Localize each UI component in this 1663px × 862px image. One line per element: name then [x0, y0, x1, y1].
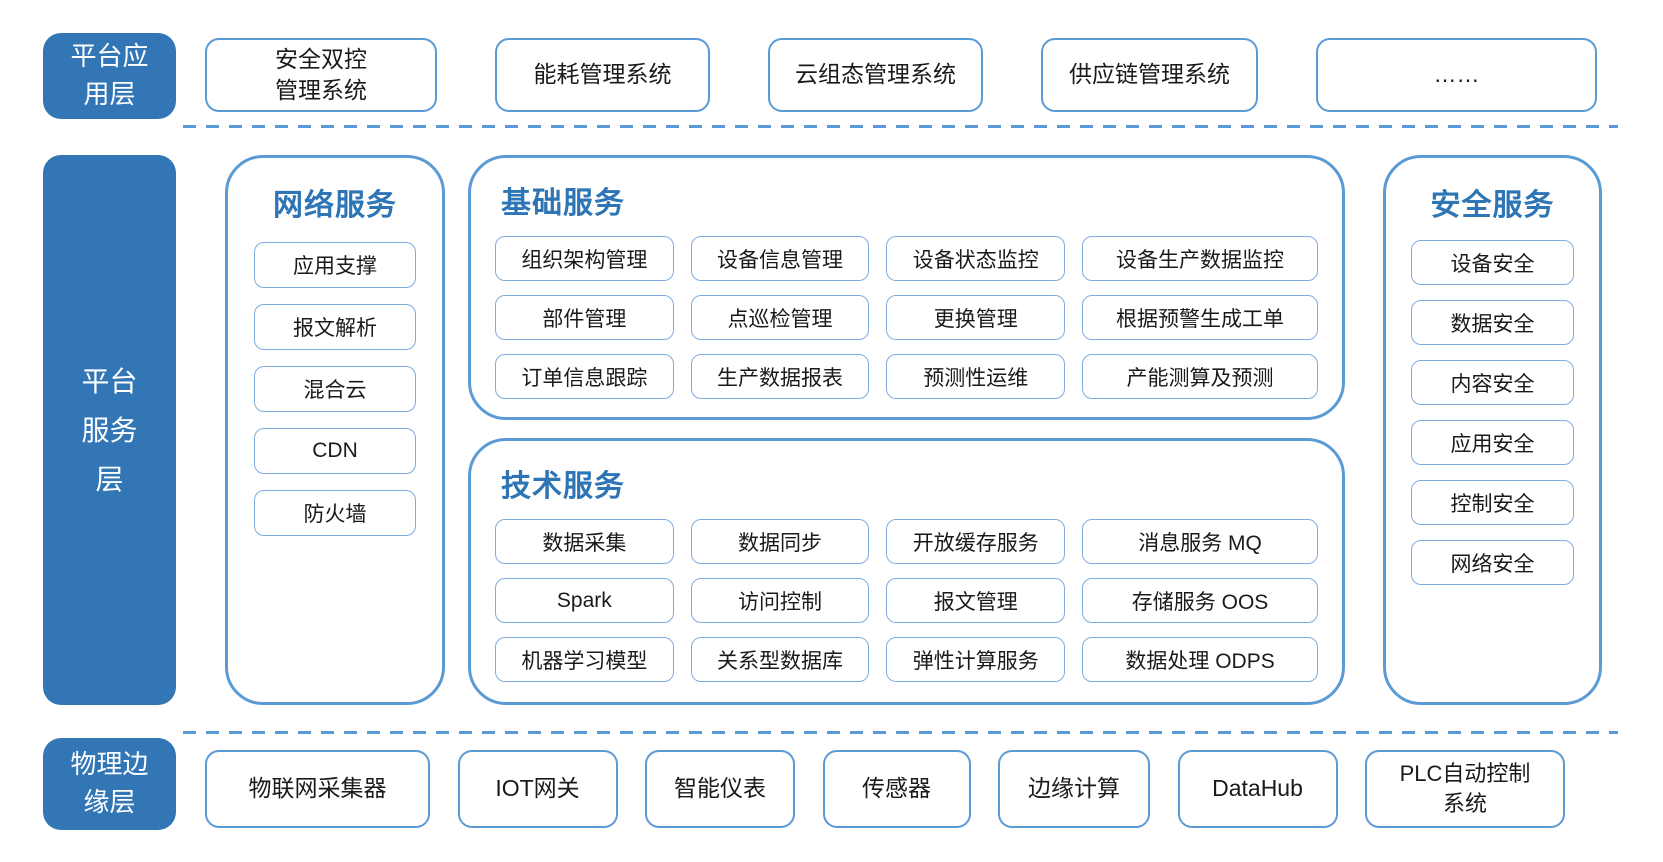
security-item-data: 数据安全: [1411, 300, 1574, 345]
security-item-application: 应用安全: [1411, 420, 1574, 465]
tech-item-relational-db: 关系型数据库: [690, 637, 870, 682]
basic-item-production-report: 生产数据报表: [690, 354, 870, 399]
edge-box-iot-collector: 物联网采集器: [205, 750, 430, 828]
container-tech-services: 技术服务 数据采集 数据同步 开放缓存服务 消息服务 MQ Spark 访问控制…: [468, 438, 1345, 705]
tech-item-message-management: 报文管理: [886, 578, 1066, 623]
security-services-list: 设备安全 数据安全 内容安全 应用安全 控制安全 网络安全: [1386, 240, 1599, 585]
basic-item-alert-work-order: 根据预警生成工单: [1082, 295, 1318, 340]
security-services-title: 安全服务: [1430, 189, 1555, 222]
edge-box-sensor: 传感器: [822, 750, 971, 828]
app-box-safety-dual-control: 安全双控 管理系统: [205, 38, 437, 112]
container-security-services: 安全服务 设备安全 数据安全 内容安全 应用安全 控制安全 网络安全: [1383, 155, 1602, 705]
network-item-cdn: CDN: [254, 428, 416, 474]
tech-services-grid: 数据采集 数据同步 开放缓存服务 消息服务 MQ Spark 访问控制 报文管理…: [495, 519, 1318, 682]
basic-item-production-data-monitor: 设备生产数据监控: [1082, 236, 1318, 281]
tech-item-access-control: 访问控制: [690, 578, 870, 623]
app-box-cloud-scada: 云组态管理系统: [768, 38, 983, 112]
edge-layer-row: 物联网采集器 IOT网关 智能仪表 传感器 边缘计算 DataHub PLC自动…: [205, 750, 1565, 828]
tech-services-title: 技术服务: [501, 470, 625, 503]
basic-item-inspection-management: 点巡检管理: [690, 295, 870, 340]
network-item-app-support: 应用支撑: [254, 242, 416, 288]
network-item-hybrid-cloud: 混合云: [254, 366, 416, 412]
security-item-control: 控制安全: [1411, 480, 1574, 525]
security-item-device: 设备安全: [1411, 240, 1574, 285]
tech-item-ml-model: 机器学习模型: [495, 637, 674, 682]
basic-item-device-status: 设备状态监控: [886, 236, 1066, 281]
divider-dashed-bottom: [183, 731, 1618, 734]
edge-box-iot-gateway: IOT网关: [457, 750, 618, 828]
container-network-services: 网络服务 应用支撑 报文解析 混合云 CDN 防火墙: [225, 155, 445, 705]
edge-box-plc-control: PLC自动控制 系统: [1365, 750, 1565, 828]
layer-label-platform-service: 平台 服务 层: [43, 155, 176, 705]
layer-label-physical-edge: 物理边 缘层: [43, 738, 176, 830]
divider-dashed-top: [183, 125, 1618, 128]
basic-services-title: 基础服务: [501, 187, 625, 220]
network-services-list: 应用支撑 报文解析 混合云 CDN 防火墙: [228, 242, 442, 536]
edge-box-datahub: DataHub: [1177, 750, 1338, 828]
app-layer-row: 安全双控 管理系统 能耗管理系统 云组态管理系统 供应链管理系统 ……: [205, 38, 1597, 112]
basic-services-grid: 组织架构管理 设备信息管理 设备状态监控 设备生产数据监控 部件管理 点巡检管理…: [495, 236, 1318, 399]
basic-item-order-tracking: 订单信息跟踪: [495, 354, 674, 399]
basic-item-device-info: 设备信息管理: [690, 236, 870, 281]
basic-item-capacity-forecast: 产能测算及预测: [1082, 354, 1318, 399]
layer-label-platform-application: 平台应 用层: [43, 33, 176, 119]
tech-item-data-processing-odps: 数据处理 ODPS: [1082, 637, 1318, 682]
network-services-title: 网络服务: [273, 189, 397, 222]
basic-item-parts-management: 部件管理: [495, 295, 674, 340]
tech-item-spark: Spark: [495, 578, 674, 623]
app-box-ellipsis: ……: [1316, 38, 1597, 112]
edge-box-smart-meter: 智能仪表: [645, 750, 795, 828]
app-box-energy-management: 能耗管理系统: [495, 38, 710, 112]
network-item-firewall: 防火墙: [254, 490, 416, 536]
tech-item-data-sync: 数据同步: [690, 519, 870, 564]
container-basic-services: 基础服务 组织架构管理 设备信息管理 设备状态监控 设备生产数据监控 部件管理 …: [468, 155, 1345, 420]
tech-item-data-collection: 数据采集: [495, 519, 674, 564]
basic-item-org-structure: 组织架构管理: [495, 236, 674, 281]
tech-item-storage-oos: 存储服务 OOS: [1082, 578, 1318, 623]
security-item-network: 网络安全: [1411, 540, 1574, 585]
tech-item-elastic-compute: 弹性计算服务: [886, 637, 1066, 682]
app-box-supply-chain: 供应链管理系统: [1041, 38, 1258, 112]
basic-item-predictive-maintenance: 预测性运维: [886, 354, 1066, 399]
tech-item-message-mq: 消息服务 MQ: [1082, 519, 1318, 564]
network-item-message-parsing: 报文解析: [254, 304, 416, 350]
edge-box-edge-computing: 边缘计算: [998, 750, 1150, 828]
tech-item-open-cache: 开放缓存服务: [886, 519, 1066, 564]
security-item-content: 内容安全: [1411, 360, 1574, 405]
basic-item-replacement-management: 更换管理: [886, 295, 1066, 340]
